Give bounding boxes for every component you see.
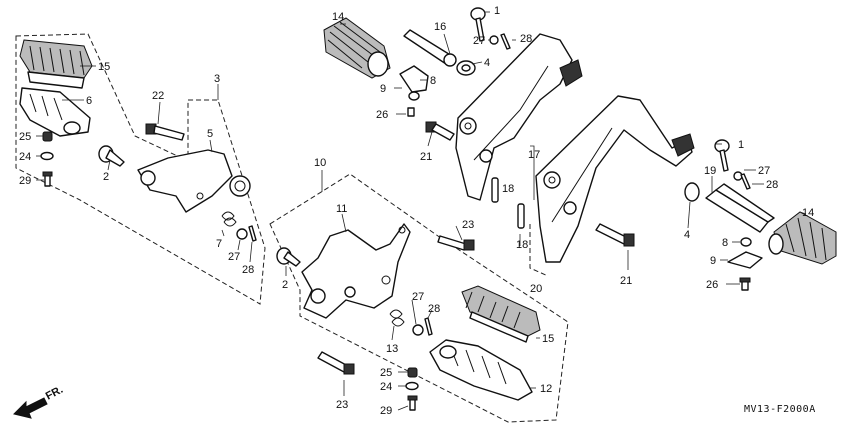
holder-9-top bbox=[399, 65, 429, 117]
bolt-22 bbox=[145, 123, 185, 141]
callout-20: 20 bbox=[530, 283, 542, 295]
washer-stack-lower bbox=[405, 367, 419, 411]
arrow-icon bbox=[13, 397, 48, 419]
callout-25: 25 bbox=[19, 131, 31, 143]
callout-27: 27 bbox=[758, 165, 770, 177]
footpeg-left bbox=[19, 87, 91, 137]
lower-center-group: 10 11 23 2 27 28 13 15 25 24 29 12 23 bbox=[269, 157, 569, 423]
callout-15: 15 bbox=[542, 333, 554, 345]
callout-16: 16 bbox=[434, 21, 446, 33]
washer-4-right bbox=[684, 182, 700, 202]
footpeg-rubber-right bbox=[768, 211, 837, 265]
lower-group-frame bbox=[269, 173, 569, 423]
callout-27: 27 bbox=[412, 291, 424, 303]
left-group-frame bbox=[15, 33, 266, 305]
footpeg-rubber-lower bbox=[461, 285, 541, 343]
callout-26: 26 bbox=[706, 279, 718, 291]
callout-24: 24 bbox=[19, 151, 31, 163]
callout-24: 24 bbox=[380, 381, 392, 393]
spring-13 bbox=[389, 309, 433, 336]
callout-8: 8 bbox=[722, 237, 728, 249]
pin-19 bbox=[705, 183, 775, 233]
callout-21: 21 bbox=[420, 151, 432, 163]
footpeg-rubber-top bbox=[323, 17, 391, 79]
callout-18: 18 bbox=[502, 183, 514, 195]
callout-9: 9 bbox=[380, 83, 386, 95]
callout-1: 1 bbox=[494, 5, 500, 17]
callout-2: 2 bbox=[282, 279, 288, 291]
callout-27: 27 bbox=[473, 35, 485, 47]
callout-13: 13 bbox=[386, 343, 398, 355]
callout-23: 23 bbox=[336, 399, 348, 411]
callout-10: 10 bbox=[314, 157, 326, 169]
left-upper-group: 15 6 25 24 29 2 22 3 5 7 27 28 bbox=[15, 33, 266, 305]
callout-11: 11 bbox=[336, 203, 347, 215]
spring-7-left bbox=[221, 211, 257, 242]
callout-6: 6 bbox=[86, 95, 92, 107]
bolt-23-lower bbox=[317, 351, 355, 375]
bracket-11 bbox=[301, 223, 411, 319]
callout-3: 3 bbox=[214, 73, 220, 85]
callout-26: 26 bbox=[376, 109, 388, 121]
bracket-5 bbox=[137, 149, 251, 213]
washer-stack-left bbox=[40, 131, 54, 187]
callout-29: 29 bbox=[380, 405, 392, 417]
bolt-21-right bbox=[595, 223, 635, 247]
callout-9: 9 bbox=[710, 255, 716, 267]
callout-4: 4 bbox=[684, 229, 690, 241]
callout-27: 27 bbox=[228, 251, 240, 263]
callout-14: 14 bbox=[332, 11, 344, 23]
callout-22: 22 bbox=[152, 90, 164, 102]
callout-1: 1 bbox=[738, 139, 744, 151]
diagram-code: MV13-F2000A bbox=[744, 404, 816, 415]
pin-2-left bbox=[98, 145, 125, 167]
callout-25: 25 bbox=[380, 367, 392, 379]
callout-23: 23 bbox=[462, 219, 474, 231]
footpeg-rubber-left bbox=[19, 39, 93, 89]
callout-19: 19 bbox=[704, 165, 716, 177]
callout-4: 4 bbox=[484, 57, 490, 69]
bracket-20 bbox=[535, 95, 695, 263]
callout-29: 29 bbox=[19, 175, 31, 187]
callout-28: 28 bbox=[520, 33, 532, 45]
pin-18b bbox=[517, 203, 525, 229]
bolt-21-top bbox=[425, 121, 455, 141]
callout-8: 8 bbox=[430, 75, 436, 87]
callout-21: 21 bbox=[620, 275, 632, 287]
right-group: 1 27 28 19 4 14 8 9 26 21 bbox=[535, 95, 837, 291]
callout-28: 28 bbox=[242, 264, 254, 276]
callout-17: 17 bbox=[528, 149, 540, 161]
pin-1-top bbox=[470, 7, 511, 50]
bolt-23-upper bbox=[437, 235, 475, 251]
footpeg-lower bbox=[429, 339, 533, 401]
callout-15: 15 bbox=[98, 61, 110, 73]
holder-9-right bbox=[727, 237, 763, 291]
front-label: FR. bbox=[44, 384, 65, 403]
callout-28: 28 bbox=[766, 179, 778, 191]
callout-14: 14 bbox=[802, 207, 814, 219]
callout-18: 18 bbox=[516, 239, 528, 251]
pin-2-lower bbox=[276, 247, 301, 267]
callout-12: 12 bbox=[540, 383, 552, 395]
center-top-group: 14 16 1 27 28 4 8 9 26 21 17 18 18 20 bbox=[323, 5, 583, 295]
callout-5: 5 bbox=[207, 128, 213, 140]
pin-16 bbox=[403, 29, 476, 76]
pin-18a bbox=[491, 177, 499, 203]
bracket-17 bbox=[455, 33, 583, 201]
callout-28: 28 bbox=[428, 303, 440, 315]
front-direction-arrow: FR. bbox=[13, 384, 65, 419]
pin-1-right bbox=[714, 139, 751, 190]
callout-2: 2 bbox=[103, 171, 109, 183]
callout-7: 7 bbox=[216, 238, 222, 250]
